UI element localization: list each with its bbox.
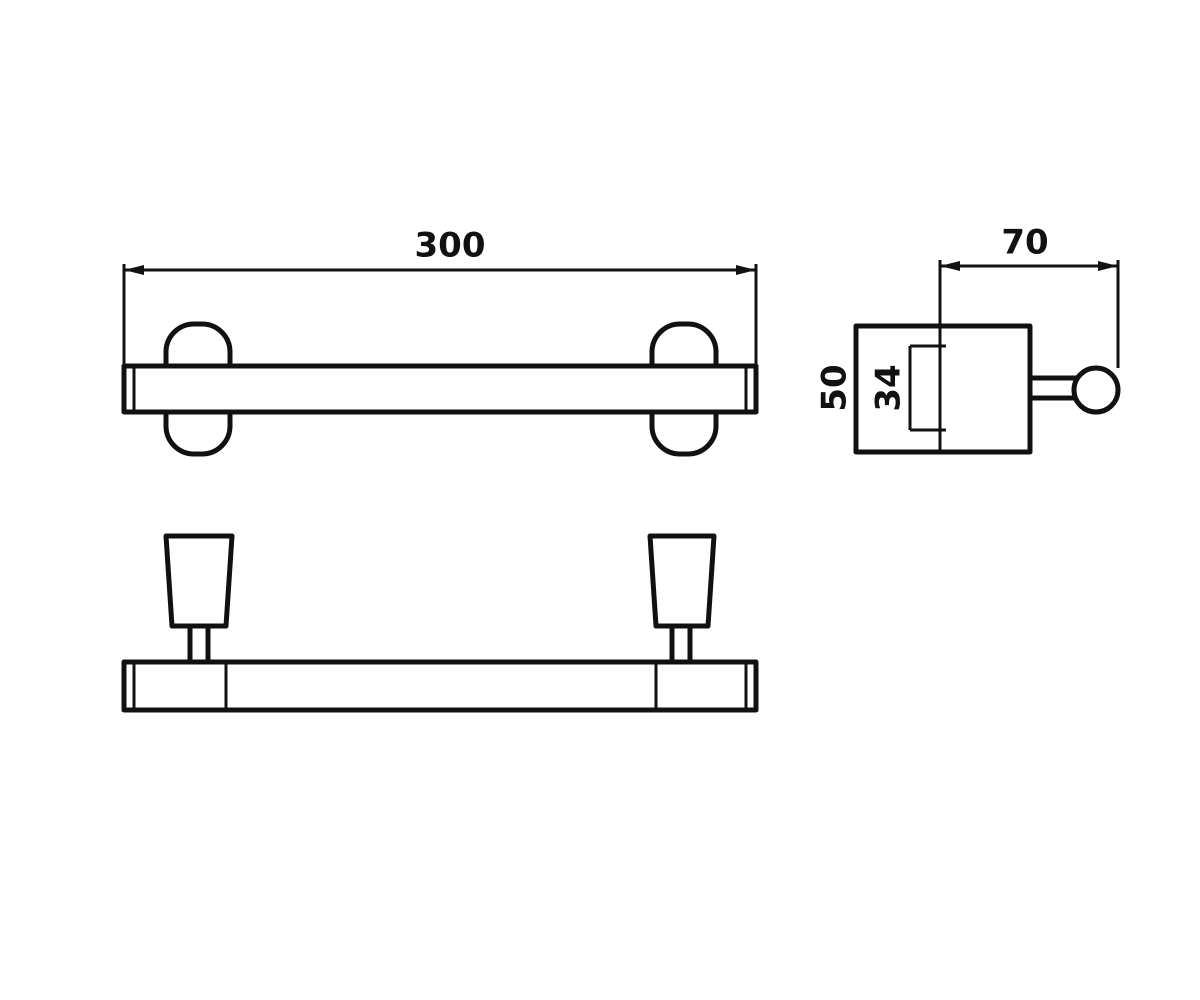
top-view bbox=[121, 533, 759, 713]
side-stem bbox=[1027, 375, 1079, 401]
depth-arrow-left bbox=[940, 261, 960, 271]
inner-height-dimension-label: 34 bbox=[869, 364, 909, 411]
front-view: 300 bbox=[121, 226, 759, 457]
depth-arrow-right bbox=[1098, 261, 1118, 271]
length-arrow-right bbox=[736, 265, 756, 275]
top-bar bbox=[121, 659, 759, 713]
top-right-wall-block bbox=[647, 533, 717, 629]
top-left-stem bbox=[187, 623, 211, 665]
side-bar-section bbox=[1071, 365, 1121, 415]
plate-height-dimension-label: 50 bbox=[815, 364, 855, 411]
front-bar bbox=[121, 363, 759, 415]
top-left-wall-block bbox=[163, 533, 235, 629]
top-right-stem bbox=[669, 623, 693, 665]
depth-dimension-label: 70 bbox=[1001, 223, 1048, 263]
side-view: 70 50 34 bbox=[815, 223, 1121, 455]
length-arrow-left bbox=[124, 265, 144, 275]
length-dimension-label: 300 bbox=[415, 226, 486, 266]
